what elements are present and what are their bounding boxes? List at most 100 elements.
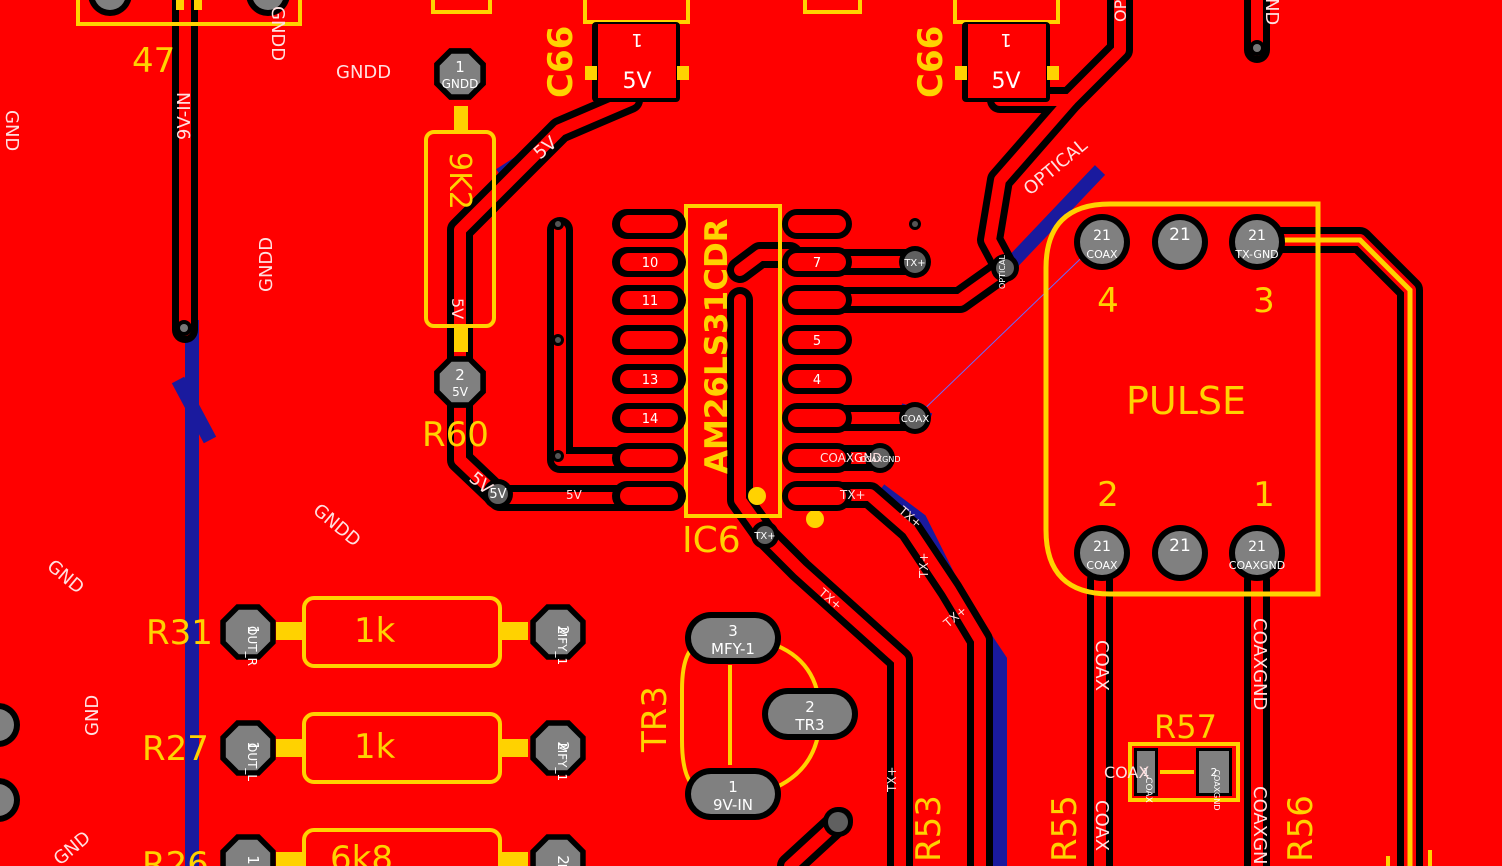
via-coaxgnd-label: COAXGND xyxy=(859,455,900,464)
resistor-r27 xyxy=(276,712,528,784)
ic6-package xyxy=(684,204,824,528)
net-coax-a: COAX xyxy=(1091,640,1112,691)
via-txplus-bottom-label: TX+ xyxy=(753,531,775,542)
resistor-r31 xyxy=(276,596,528,668)
net-gndd-1: GNDD xyxy=(336,62,391,83)
ic6-pad-left-copper xyxy=(620,253,678,271)
net-txplus-a: TX+ xyxy=(839,488,866,502)
resistor-r26 xyxy=(276,828,528,866)
silk-tr3: TR3 xyxy=(635,686,675,753)
net-gnd-3: GND xyxy=(82,695,103,736)
silk-pin3: 3 xyxy=(1253,281,1275,321)
left-edge-pads xyxy=(0,703,20,822)
ic6-pin-number-right: 5 xyxy=(813,334,821,349)
via-txplus-right-label: TX+ xyxy=(903,258,925,269)
net-optical-top: OPTICAL xyxy=(1111,0,1130,22)
via-txplus-bottom: TX+ xyxy=(751,521,779,549)
ic6-pad-left-copper xyxy=(620,449,678,467)
ic6-pin-number-right: 4 xyxy=(813,373,821,388)
silk-r26-value: 6k8 xyxy=(330,839,393,866)
ratsnest-line xyxy=(914,239,1101,419)
ic6-pin-number-right: 7 xyxy=(813,256,821,271)
pad-pulse-4-net: COAX xyxy=(1086,248,1118,261)
via-txplus-right: TX+ xyxy=(899,246,931,278)
net-coaxgnd-c: COAXGND xyxy=(1249,786,1270,866)
net-gndd-2: GNDD xyxy=(267,6,288,61)
silk-pulse: PULSE xyxy=(1126,379,1246,423)
silk-r53: R53 xyxy=(909,795,949,862)
pad-pulse-mid-bottom: 21 xyxy=(1152,525,1208,581)
pad-r31-2-number: 2 xyxy=(554,625,572,635)
pad-pulse-mid-bottom-number: 21 xyxy=(1169,536,1191,556)
pad-pulse-2-net: COAX xyxy=(1086,559,1118,572)
silk-c66-a: C66 xyxy=(541,26,581,98)
ic6-pin-number-left: 11 xyxy=(642,294,659,309)
cap-a-pin: 1 xyxy=(631,29,642,50)
ic6-pads-right: 7 5 4 xyxy=(782,209,852,511)
pad-tr3-3-net: MFY-1 xyxy=(711,640,755,658)
ic6-pin-number-left: 13 xyxy=(642,373,659,388)
r57-pad1-number: 1 xyxy=(1143,766,1150,779)
ic6-pin-number-left: 10 xyxy=(642,256,659,271)
silk-pin4: 4 xyxy=(1097,281,1119,321)
pad-r60-2: 25V xyxy=(434,356,486,408)
ic6-pad-left-copper xyxy=(620,331,678,349)
pad-r26-1-number: 1 xyxy=(244,855,262,865)
net-gndd-3: GNDD xyxy=(256,237,277,292)
pad-tr3-1-net: 9V-IN xyxy=(713,796,753,814)
pad-tr3-1-number: 1 xyxy=(728,778,738,796)
pulse-connector xyxy=(1043,201,1413,866)
silk-r31-value: 1k xyxy=(354,611,396,651)
silk-r27-value: 1k xyxy=(354,727,396,767)
pad-r27-2-net: MFY_1 xyxy=(555,743,569,781)
ic6-pad-left-copper xyxy=(620,291,678,309)
resistor-r57 xyxy=(1128,742,1240,802)
silk-r27: R27 xyxy=(142,729,209,769)
via-optical: OPTICAL xyxy=(991,254,1019,289)
net-coax-c: COAX xyxy=(1104,763,1149,782)
via-optical-bottom xyxy=(823,807,853,837)
via-optical-label: OPTICAL xyxy=(998,255,1007,289)
net-txplus-c: TX+ xyxy=(917,552,931,579)
ic6-pad-left-copper xyxy=(620,409,678,427)
pad-pulse-1-number: 21 xyxy=(1248,539,1266,555)
net-coaxgnd-b: COAXGND xyxy=(1249,618,1270,710)
pad-r26-1: 115 xyxy=(220,834,276,866)
pad-pulse-3-number: 21 xyxy=(1248,228,1266,244)
capacitor-c66-a: 1 5V xyxy=(585,22,689,102)
silk-r55: R55 xyxy=(1045,795,1085,862)
ic6-pad-left-copper xyxy=(620,370,678,388)
via-coax-label: COAX xyxy=(901,414,930,425)
net-coaxgnd-trace: COAXGND xyxy=(820,451,882,465)
pad-tr3-1: 19V-IN xyxy=(685,768,781,820)
partial-pads-top xyxy=(88,0,290,16)
silk-ic6-part: AM26LS31CDR xyxy=(699,218,735,474)
ic6-pad-right-copper xyxy=(788,253,846,271)
ic6-pad-right-copper xyxy=(788,370,846,388)
ic6-pad-right-copper xyxy=(788,487,846,505)
silk-c66-b: C66 xyxy=(911,26,951,98)
pad-r31-2-net: MFY_1 xyxy=(555,627,569,665)
ic6-pad-right-copper xyxy=(788,215,846,233)
bottom-right-marks xyxy=(1386,850,1432,866)
pad-r60-2-net: 5V xyxy=(452,385,469,399)
capacitor-c66-b: 1 5V xyxy=(955,22,1059,102)
ic6-pad-right-copper xyxy=(788,409,846,427)
cap-b-net: 5V xyxy=(991,69,1020,94)
pad-tr3-3-number: 3 xyxy=(728,622,738,640)
net-gnd-5: GND xyxy=(1261,0,1282,25)
through-hole-pads: 1GNDD25V1OUT_R2MFY_11OUT_L2MFY_11152MFY3… xyxy=(220,48,1285,866)
pad-r26-2-net: MFY xyxy=(555,864,569,866)
